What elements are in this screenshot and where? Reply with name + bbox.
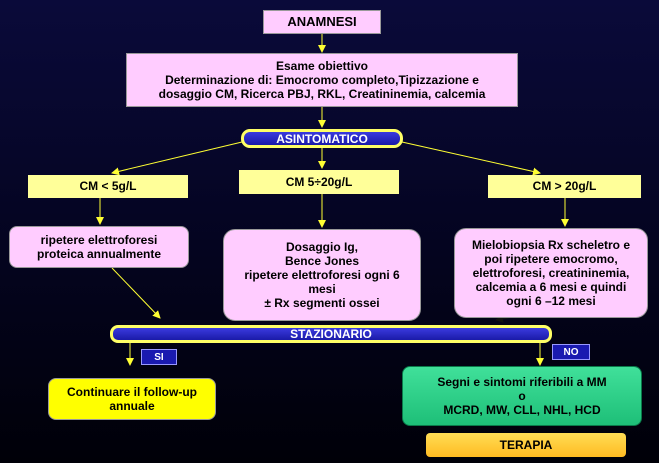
dosaggio-box: Dosaggio Ig, Bence Jones ripetere elettr… <box>223 229 421 321</box>
segni-line-1: Segni e sintomi riferibili a MM <box>437 374 607 389</box>
arrow-asintomatico-cmlow <box>111 141 243 176</box>
no-tag: NO <box>552 344 590 360</box>
cm-low-box: CM < 5g/L <box>28 175 188 198</box>
esame-line-3: dosaggio CM, Ricerca PBJ, RKL, Creatinin… <box>158 87 486 102</box>
anamnesi-box: ANAMNESI <box>263 10 381 34</box>
ripetere-box: ripetere elettroforesi proteica annualme… <box>9 226 189 268</box>
mielo-line-3: elettroforesi, creatininemia, <box>472 265 630 280</box>
stazionario-banner: STAZIONARIO <box>110 325 552 343</box>
cm-high-label: CM > 20g/L <box>532 179 597 194</box>
cm-mid-box: CM 5÷20g/L <box>239 170 399 194</box>
segni-line-3: MCRD, MW, CLL, NHL, HCD <box>443 403 601 418</box>
terapia-label: TERAPIA <box>499 437 553 452</box>
dosaggio-line-3: ripetere elettroforesi ogni 6 <box>244 267 400 282</box>
dosaggio-line-1: Dosaggio Ig, <box>286 239 358 254</box>
segni-line-2: o <box>518 388 526 403</box>
mielobiopsia-box: Mielobiopsia Rx scheletro e poi ripetere… <box>454 228 648 318</box>
mielo-line-4: calcemia a 6 mesi e quindi <box>475 280 627 295</box>
dosaggio-line-2: Bence Jones <box>284 253 360 268</box>
ripetere-line-2: proteica annualmente <box>36 247 162 261</box>
si-tag: SI <box>141 349 177 365</box>
esame-line-1: Esame obiettivo <box>275 58 369 73</box>
asintomatico-label: ASINTOMATICO <box>276 131 368 146</box>
continuare-box: Continuare il follow-up annuale <box>48 378 216 420</box>
dosaggio-line-5: ± Rx segmenti ossei <box>264 296 380 311</box>
arrow-ripetere-stazionario <box>111 267 161 319</box>
continuare-line-2: annuale <box>109 399 155 413</box>
mielo-line-5: ogni 6 –12 mesi <box>506 294 596 309</box>
asintomatico-banner: ASINTOMATICO <box>241 129 403 148</box>
si-label: SI <box>154 351 164 363</box>
arrow-asintomatico-cmhigh <box>401 141 541 176</box>
ripetere-line-1: ripetere elettroforesi <box>40 232 158 247</box>
no-label: NO <box>563 346 579 358</box>
segni-box: Segni e sintomi riferibili a MM o MCRD, … <box>402 366 642 426</box>
cm-mid-label: CM 5÷20g/L <box>285 174 353 189</box>
cm-low-label: CM < 5g/L <box>79 179 137 194</box>
mielo-line-2: poi ripetere emocromo, <box>484 251 618 266</box>
esame-line-2: Determinazione di: Emocromo completo,Tip… <box>165 72 479 87</box>
continuare-line-1: Continuare il follow-up <box>67 384 197 399</box>
anamnesi-label: ANAMNESI <box>287 14 357 30</box>
dosaggio-line-4: mesi <box>308 282 336 297</box>
mielo-line-1: Mielobiopsia Rx scheletro e <box>471 237 631 252</box>
cm-high-box: CM > 20g/L <box>488 175 641 198</box>
stazionario-label: STAZIONARIO <box>290 327 372 341</box>
esame-obiettivo-box: Esame obiettivo Determinazione di: Emocr… <box>126 53 518 107</box>
terapia-box: TERAPIA <box>426 433 626 457</box>
